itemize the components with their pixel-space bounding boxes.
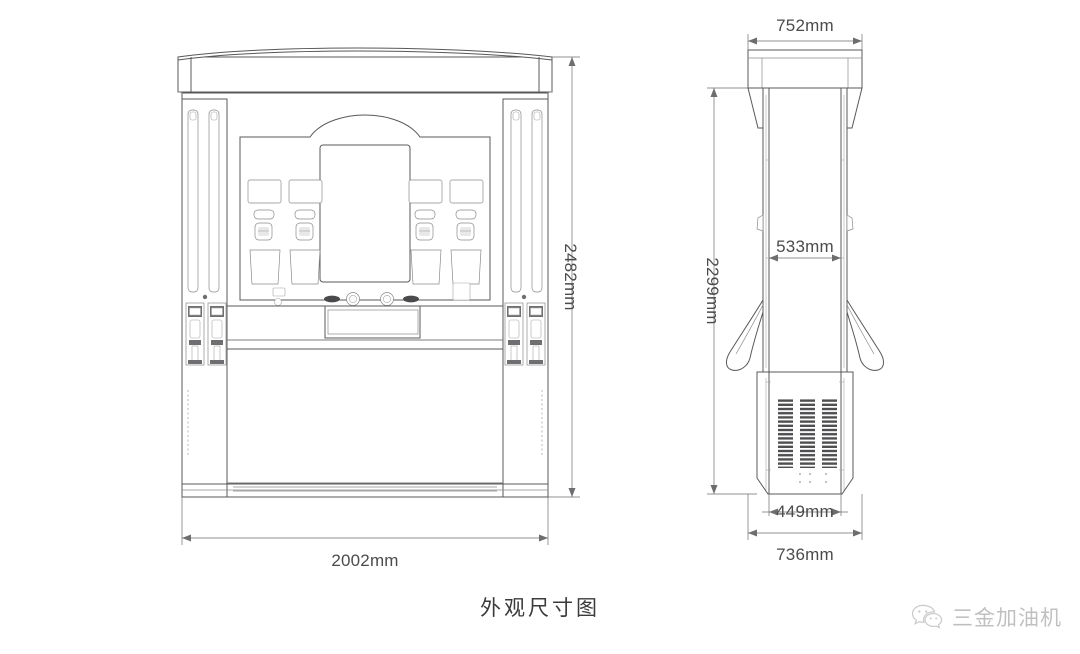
side-canopy-width-dimension-label: 752mm [776,16,834,35]
front-height-dimension-label: 2482mm [561,243,580,310]
side-column [762,87,848,373]
right-nozzle-slot-1 [410,249,442,285]
left-price-window-2 [288,179,323,204]
left-indicator-1 [253,209,275,220]
vent-column-1 [778,398,793,468]
right-indicator-1 [414,209,436,220]
front-width-dimension-label: 2002mm [331,551,398,570]
right-selector-knob-2 [456,222,475,241]
dim-side-height: 2299mm [703,87,757,495]
vent-column-3 [822,398,837,468]
front-display-screen [319,144,411,283]
fastener-dot-left [202,294,208,300]
side-nozzle-hook-upper [756,214,854,232]
nozzle-holster-3 [504,302,524,366]
left-nozzle-slot-2 [289,249,321,285]
side-base-width-dimension-label: 736mm [776,545,834,564]
left-round-port [274,298,282,306]
wechat-icon [911,604,943,629]
side-height-dimension-label: 2299mm [703,257,722,324]
side-elevation-group [726,49,884,495]
right-price-window-1 [408,179,443,204]
front-left-control-group [247,179,323,306]
nozzle-holster-1 [185,302,205,366]
left-price-window-1 [247,179,282,204]
right-card-reader [452,282,471,301]
nozzle-holster-2 [207,302,227,366]
fastener-dot-right [521,294,527,300]
side-nozzle-boot-lower [726,298,884,371]
receipt-printer-grille [327,309,419,335]
dim-front-height: 2482mm [548,56,580,498]
left-small-port [272,287,286,297]
left-indicator-2 [294,209,316,220]
side-canopy [747,49,863,89]
left-selector-knob-1 [254,222,273,241]
dim-front-width: 2002mm [181,497,549,570]
left-selector-knob-2 [295,222,314,241]
right-indicator-2 [455,209,477,220]
left-slot-port [324,295,340,303]
front-lower-door [226,348,504,492]
front-nozzle-holsters [185,294,546,366]
nozzle-holster-4 [526,302,546,366]
front-elevation-group [177,47,553,498]
front-right-control-group [408,179,484,301]
side-body-width-dimension-label: 533mm [776,237,834,256]
side-vent-louvers [778,398,837,468]
side-base-inner-dimension-label: 449mm [776,502,834,521]
round-port-2 [380,292,394,306]
round-port-1 [346,292,360,306]
drawing-caption: 外观尺寸图 [480,597,600,620]
side-fastener-dots [798,472,828,484]
dim-side-base-width: 736mm [747,494,863,564]
vent-column-2 [800,398,815,468]
front-hose-rails [187,109,543,293]
right-selector-knob-1 [415,222,434,241]
left-nozzle-slot-1 [249,249,281,285]
watermark-label: 三金加油机 [952,607,1062,630]
dim-side-canopy-width: 752mm [747,16,863,50]
front-midband [226,305,504,350]
dim-side-base-inner-width: 449mm [762,494,848,521]
right-slot-port [403,295,419,303]
right-nozzle-slot-2 [450,249,482,285]
right-price-window-2 [449,179,484,204]
dim-side-body-width: 533mm [769,237,841,262]
watermark: 三金加油机 [911,602,1062,632]
